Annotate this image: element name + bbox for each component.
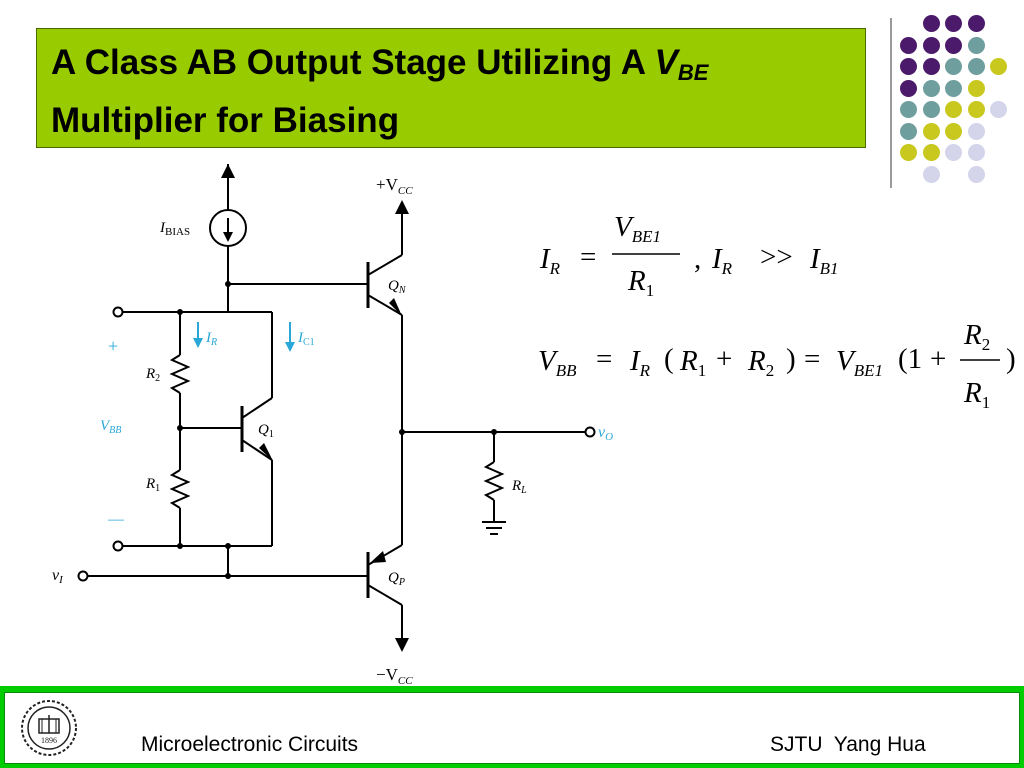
svg-text:=: = — [580, 241, 596, 273]
decorative-dot — [922, 58, 940, 75]
slide-title-line-2: Multiplier for Biasing — [51, 101, 400, 140]
label-r1: R1 — [145, 476, 160, 494]
decorative-dot — [967, 58, 985, 75]
svg-text:,: , — [694, 243, 701, 275]
svg-text:(: ( — [664, 343, 674, 375]
svg-text:1896: 1896 — [41, 736, 57, 745]
svg-text:IB1: IB1 — [809, 243, 839, 278]
label-ir: IR — [205, 330, 217, 348]
decorative-dot — [922, 101, 940, 118]
decorative-dot — [990, 101, 1007, 118]
svg-text:>>: >> — [760, 241, 793, 273]
svg-text:R1: R1 — [963, 377, 990, 412]
decorative-dot — [945, 15, 962, 32]
svg-text:VBE1: VBE1 — [836, 345, 883, 380]
decorative-dot — [945, 79, 962, 97]
decorative-dot — [900, 101, 917, 118]
decorative-dot — [945, 122, 962, 140]
decorative-dot — [922, 122, 940, 140]
decorative-dot — [967, 122, 985, 140]
decorative-dot — [967, 144, 985, 161]
svg-text:R1: R1 — [627, 265, 654, 300]
decorative-dot — [900, 144, 917, 161]
label-rl: RL — [511, 478, 527, 496]
slide-title-line-1: A Class AB Output Stage Utilizing A VBE — [51, 39, 851, 97]
svg-text:(1: (1 — [898, 343, 922, 375]
svg-text:VBE1: VBE1 — [614, 211, 661, 246]
label-vbb: VBB — [100, 418, 121, 436]
decorative-dot — [945, 101, 962, 118]
title-prefix: A Class AB Output Stage Utilizing A — [51, 43, 655, 82]
svg-text:+: + — [716, 343, 732, 375]
svg-text:=: = — [804, 343, 820, 375]
label-q1: Q1 — [258, 422, 274, 440]
current-arrows — [193, 322, 295, 352]
equation-2: VBB = IR ( R1 + R2 ) = VBE1 (1 + R2 R1 ) — [538, 319, 1016, 412]
footer-author: SJTU Yang Hua — [770, 733, 926, 756]
svg-text:R2: R2 — [747, 345, 774, 380]
svg-text:IR: IR — [539, 243, 561, 278]
decorative-dot — [922, 15, 940, 32]
decorative-dot — [900, 122, 917, 140]
decorative-dot — [922, 165, 940, 183]
input-node — [77, 570, 368, 582]
svg-text:): ) — [1006, 343, 1016, 375]
label-ic1: IC1 — [297, 330, 315, 348]
svg-text:R1: R1 — [679, 345, 706, 380]
decorative-dot — [967, 36, 985, 54]
svg-text:IR: IR — [711, 243, 733, 278]
svg-text:R2: R2 — [963, 319, 990, 354]
label-ibias: IBIAS — [159, 220, 190, 238]
title-vbe-sub: BE — [677, 60, 709, 85]
decorative-dot — [900, 36, 917, 54]
svg-text:+: + — [930, 343, 946, 375]
decorative-dot — [900, 79, 917, 97]
label-r2: R2 — [145, 366, 160, 384]
decorative-dot — [967, 165, 985, 183]
decorative-dot — [922, 144, 940, 161]
label-vcc-neg: −VCC — [376, 665, 413, 687]
decorative-dot — [967, 15, 985, 32]
decorative-dot — [945, 36, 962, 54]
svg-text:): ) — [786, 343, 796, 375]
decorative-dot — [967, 101, 985, 118]
title-vbe-letter: V — [654, 43, 678, 82]
label-minus: — — [107, 511, 125, 528]
sjtu-logo-icon: 1896 — [21, 700, 77, 756]
label-qn: QN — [388, 278, 407, 296]
decorative-dot — [900, 58, 917, 75]
label-vi: vI — [52, 567, 64, 586]
decorative-dot — [990, 58, 1007, 75]
svg-text:VBB: VBB — [538, 345, 577, 380]
decorative-dot — [922, 36, 940, 54]
label-vcc-pos: +VCC — [376, 175, 413, 197]
output-load — [399, 426, 596, 535]
decorative-divider — [890, 18, 892, 188]
svg-text:IR: IR — [629, 345, 651, 380]
decorative-dot — [922, 79, 940, 97]
vbe-multiplier — [112, 306, 273, 576]
equation-1: IR = VBE1 R1 , IR >> IB1 — [539, 211, 839, 300]
slide-title-box: A Class AB Output Stage Utilizing A VBE … — [36, 28, 866, 148]
label-plus: + — [108, 336, 118, 356]
title-vbe: VBE — [654, 43, 709, 85]
footer-bar: 1896 Microelectronic Circuits SJTU Yang … — [0, 686, 1024, 768]
decorative-dot — [945, 144, 962, 161]
decorative-dot — [945, 58, 962, 75]
label-vo: vO — [598, 424, 613, 443]
footer-inner: 1896 Microelectronic Circuits SJTU Yang … — [4, 692, 1020, 764]
footer-course-title: Microelectronic Circuits — [141, 733, 359, 756]
label-qp: QP — [388, 570, 405, 588]
ibias-branch — [209, 164, 368, 312]
svg-text:=: = — [596, 343, 612, 375]
decorative-dot — [967, 79, 985, 97]
